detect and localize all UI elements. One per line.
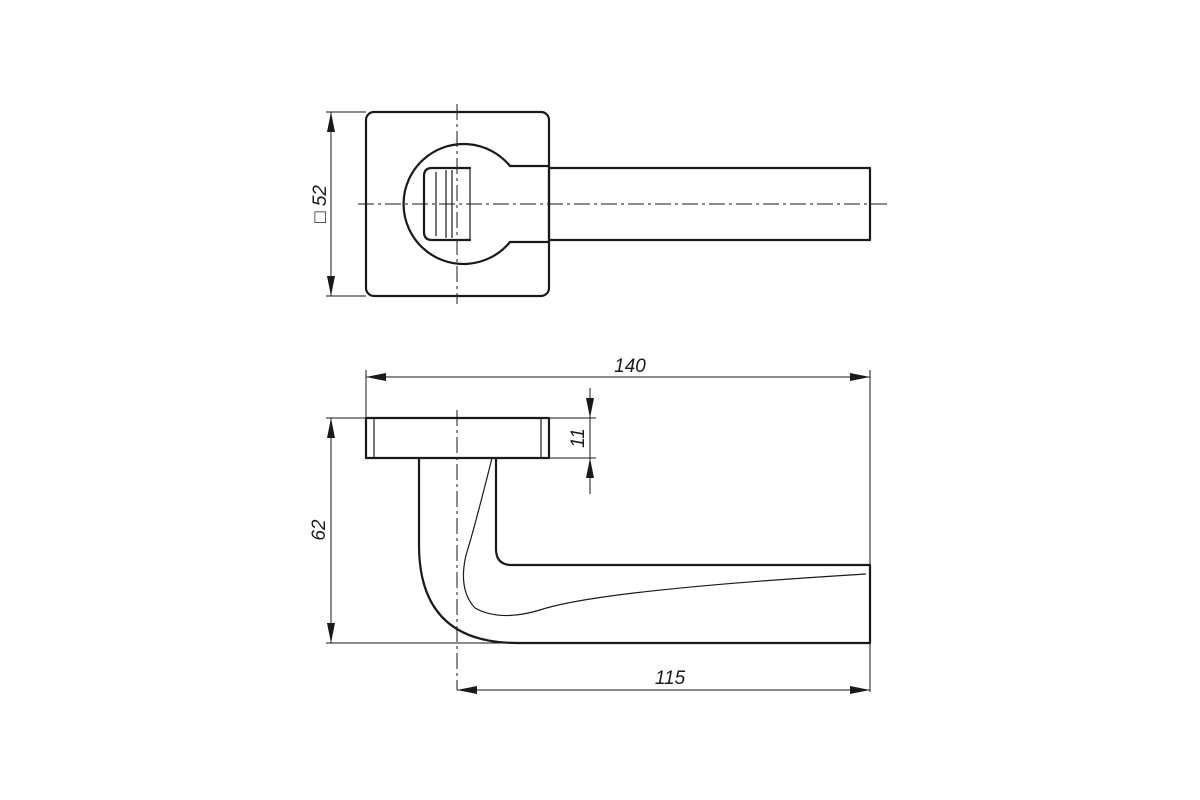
dim-115-arrow-left xyxy=(457,686,477,694)
dim-52-label: □ 52 xyxy=(310,185,331,223)
dim-140-arrow-left xyxy=(366,373,386,381)
dim-11-arrow-bottom xyxy=(586,458,594,478)
top-view: □ 52 xyxy=(310,104,890,304)
dim-115-arrow-right xyxy=(850,686,870,694)
lever-arm xyxy=(508,164,872,244)
dim-62-arrow-bottom xyxy=(327,623,335,643)
dim-52-arrow-top xyxy=(327,112,335,132)
dim-115-label: 115 xyxy=(655,668,686,689)
dim-52-arrow-bottom xyxy=(327,276,335,296)
dim-11-arrow-top xyxy=(586,398,594,418)
dim-11-label: 11 xyxy=(568,428,589,448)
dim-62-arrow-top xyxy=(327,418,335,438)
neck-circle xyxy=(402,142,512,266)
dim-140-label: 140 xyxy=(614,356,646,377)
side-view: 140 11 62 115 xyxy=(309,356,872,694)
lever-inner-curve xyxy=(462,457,867,617)
lever-body xyxy=(417,456,872,645)
dim-62-label: 62 xyxy=(309,519,330,541)
dim-140-arrow-right xyxy=(850,373,870,381)
